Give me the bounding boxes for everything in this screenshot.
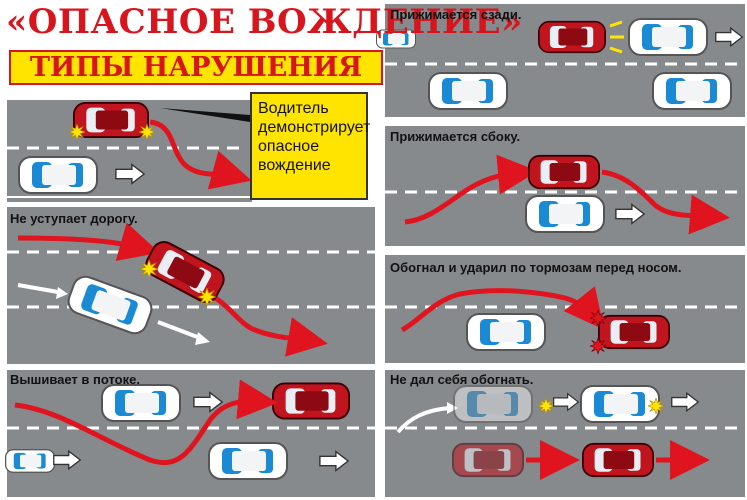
red-car — [538, 20, 606, 54]
red-car — [528, 154, 600, 190]
page-title: «ОПАСНОЕ ВОЖДЕНИЕ» — [6, 2, 523, 42]
ghost-red-car — [452, 442, 524, 478]
trajectory-arrow — [400, 286, 605, 333]
scene-label-tailgating: Прижимается сзади. — [390, 7, 522, 22]
trajectory-arrow — [149, 119, 252, 190]
ghost-blue-car — [452, 384, 534, 424]
blue-car — [628, 18, 708, 56]
red-car — [582, 442, 654, 478]
direction-arrow — [17, 283, 59, 294]
blue-car — [524, 194, 606, 234]
red-car — [272, 382, 350, 420]
red-car — [598, 314, 670, 350]
scene-label-brake-check: Обогнал и ударил по тормозам перед носом… — [390, 260, 682, 275]
subtitle-banner: ТИПЫ НАРУШЕНИЯ — [9, 50, 383, 85]
scene-label-side-crowding: Прижимается сбоку. — [390, 129, 521, 144]
scene-label-yield: Не уступает дорогу. — [10, 211, 138, 226]
headlight-flash-icon — [609, 20, 624, 54]
scene-label-no-overtake: Не дал себя обогнать. — [390, 372, 534, 387]
red-car — [72, 101, 150, 139]
scene-7-road — [385, 370, 745, 497]
blue-car — [17, 155, 99, 195]
trajectory-arrow — [14, 379, 278, 466]
callout-pointer — [160, 108, 250, 122]
blue-car — [465, 312, 547, 352]
trajectory-arrow — [208, 292, 328, 357]
callout-box: Водитель демонстрирует опасное вождение — [250, 92, 370, 200]
blue-car — [579, 384, 661, 424]
blue-car — [5, 448, 55, 474]
trajectory-arrow — [404, 154, 538, 225]
direction-arrow — [157, 320, 201, 340]
blue-car — [427, 71, 509, 111]
blue-car — [207, 441, 289, 481]
attempt-arrow — [396, 406, 451, 434]
trajectory-arrow — [17, 222, 160, 261]
scene-label-weaving: Вышивает в потоке. — [10, 372, 140, 387]
blue-car — [100, 383, 182, 423]
blue-car — [651, 71, 733, 111]
trajectory-arrow — [601, 169, 730, 235]
